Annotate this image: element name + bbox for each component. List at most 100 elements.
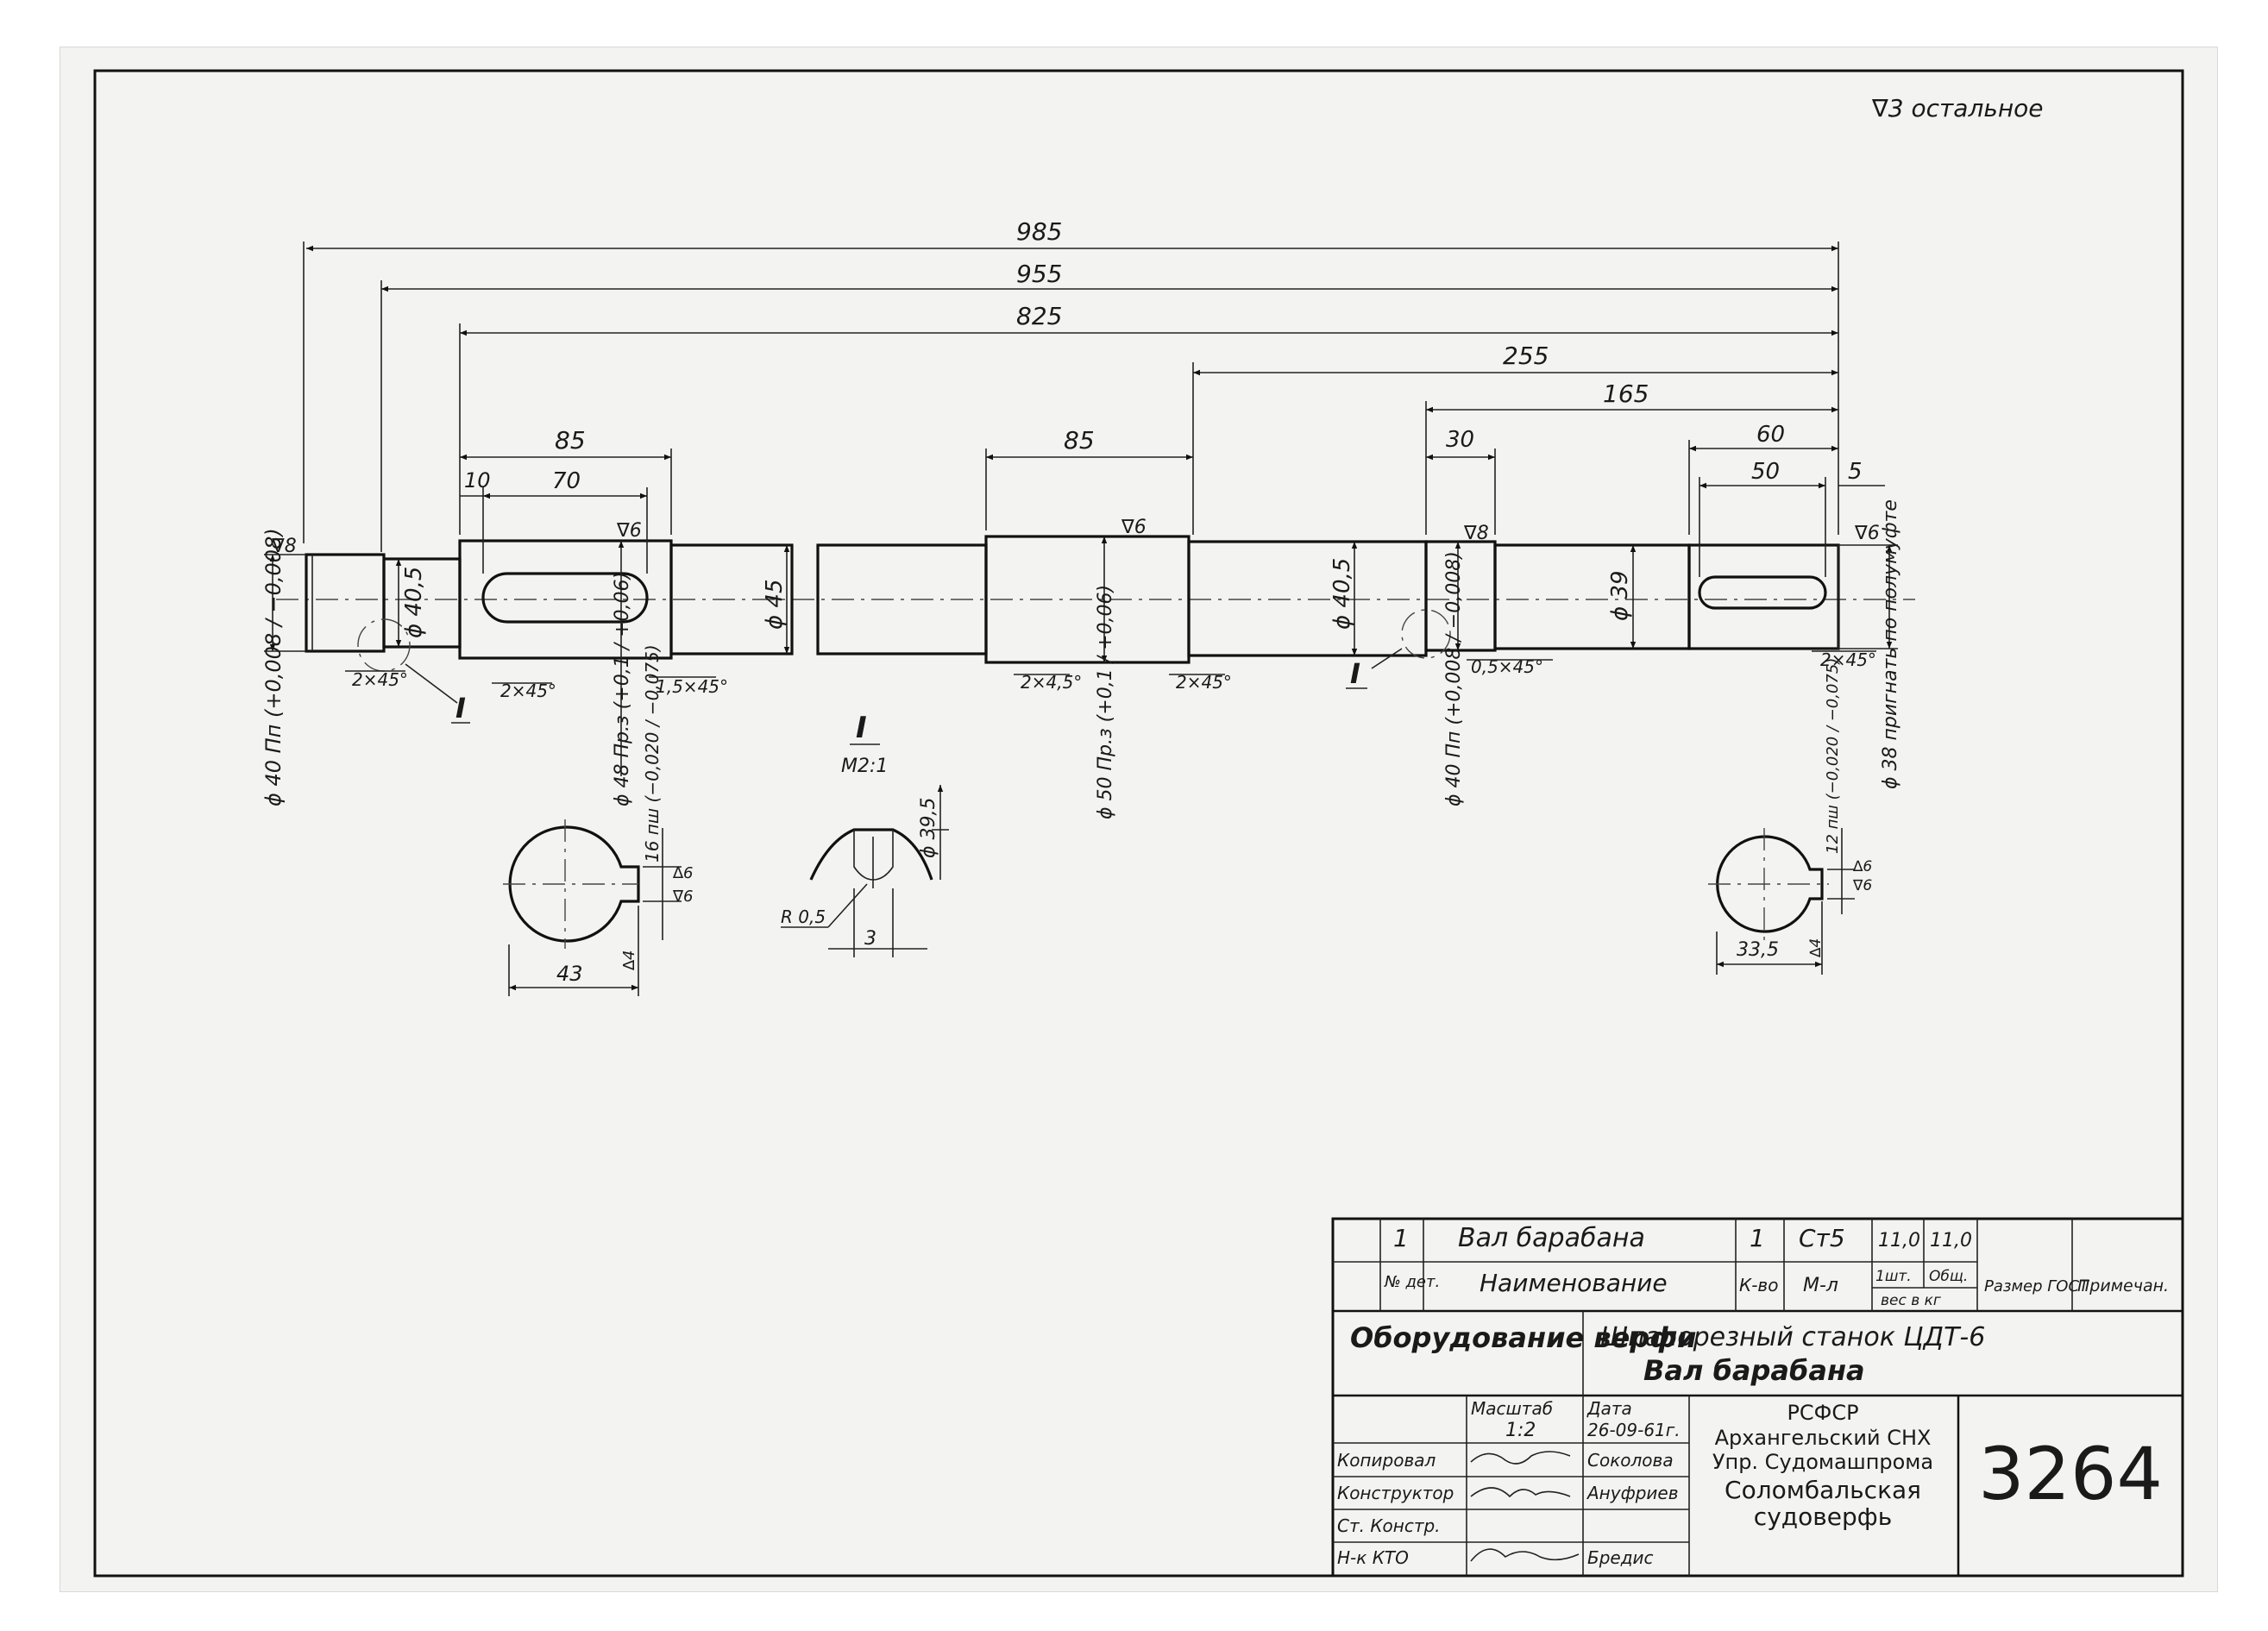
roughness-6-c: ∇6 <box>1854 523 1880 544</box>
role-4-name: Бредис <box>1587 1547 1654 1568</box>
dim-30: 30 <box>1446 427 1474 453</box>
section-right-key: 12 пш (−0,020 / −0,075) <box>1824 658 1842 854</box>
chamfer-7: 2×45° <box>1820 649 1876 670</box>
chamfer-5: 2×45° <box>1176 672 1232 693</box>
dim-10: 10 <box>464 468 491 492</box>
roughness-marks: ∇8 ∇6 ∇6 ∇8 ∇6 <box>271 517 1880 557</box>
role-4: Н-к КТО <box>1337 1547 1409 1568</box>
hdr-qty: К-во <box>1739 1275 1778 1295</box>
org-5: судоверфь <box>1754 1502 1892 1531</box>
dim-85-left: 85 <box>555 426 586 455</box>
roughness-6-b: ∇6 <box>1121 517 1147 538</box>
org-3: Упр. Судомашпрома <box>1712 1450 1933 1474</box>
diameter-dimensions: ϕ 40,5 ϕ 45 ϕ 40,5 ϕ 39 ϕ 40 Пп (+0,008 … <box>261 499 1901 819</box>
hdr-w1: 1шт. <box>1875 1268 1912 1285</box>
roughness-8-right: ∇8 <box>1463 523 1489 544</box>
signature-2 <box>1470 1487 1571 1498</box>
part-num: 1 <box>1393 1224 1409 1252</box>
shaft-39 <box>1493 543 1691 650</box>
dim-50: 50 <box>1751 459 1780 485</box>
dim-165: 165 <box>1603 380 1649 408</box>
detail-i-radius: R 0,5 <box>781 906 826 927</box>
roughness-6-a: ∇6 <box>616 520 642 542</box>
dim-955: 955 <box>1016 260 1062 288</box>
signature-4 <box>1470 1548 1580 1562</box>
detail-i-label: I <box>856 711 867 745</box>
dim-825: 825 <box>1016 302 1062 330</box>
drawing-sheet <box>60 47 2217 1591</box>
detail-i-view: I М2:1 ϕ 39,5 R 0,5 3 <box>781 711 949 957</box>
detail-i-marker-right <box>1401 609 1451 659</box>
detail-i-callout-left: I <box>455 692 466 725</box>
roughness-note: ∇3 остальное <box>1871 94 2044 122</box>
hdr-name: Наименование <box>1480 1269 1668 1297</box>
dia-40-pn-right: ϕ 40 Пп (+0,008 / −0,008) <box>1443 551 1465 806</box>
section-left-key: 16 пш (−0,020 / −0,075) <box>642 644 663 863</box>
shaft-45-a <box>669 543 794 656</box>
org-1: РСФСР <box>1787 1401 1858 1425</box>
drawing-title: Вал барабана <box>1643 1354 1865 1387</box>
hdr-note: Примечан. <box>2077 1277 2169 1295</box>
hdr-w2: Общ. <box>1929 1268 1968 1285</box>
section-right-depth: 33,5 <box>1737 939 1779 961</box>
chamfer-2: 2×45° <box>500 681 556 701</box>
section-left-r6a: ∆6 <box>672 864 694 882</box>
dim-255: 255 <box>1503 342 1549 370</box>
hdr-size: Размер ГОСТ <box>1984 1277 2090 1295</box>
part-qty: 1 <box>1750 1224 1765 1252</box>
dim-5: 5 <box>1848 459 1863 485</box>
section-left-depth: 43 <box>556 962 583 986</box>
detail-i-width: 3 <box>864 928 876 950</box>
drawing-frame <box>93 69 2184 1578</box>
roughness-8-left: ∇8 <box>271 536 297 557</box>
role-2: Конструктор <box>1337 1483 1454 1503</box>
org-4: Соломбальская <box>1725 1476 1921 1504</box>
dim-60: 60 <box>1756 422 1785 448</box>
dia-40-5-left: ϕ 40,5 <box>401 567 427 638</box>
dia-50: ϕ 50 Пр.з (+0,1 / +0,06) <box>1095 585 1116 819</box>
detail-i-callout-right: I <box>1350 657 1360 690</box>
left-journal <box>305 553 386 653</box>
chamfer-1: 2×45° <box>352 669 408 690</box>
detail-i-scale: М2:1 <box>841 756 888 777</box>
role-1-name: Соколова <box>1587 1450 1674 1471</box>
hdr-num: № дет. <box>1384 1273 1440 1291</box>
title-block: 1 Вал барабана 1 Ст5 11,0 11,0 № дет. На… <box>1331 1217 2184 1578</box>
keyway-right <box>1698 575 1827 610</box>
date-value: 26-09-61г. <box>1587 1420 1681 1440</box>
part-weight-total: 11,0 <box>1930 1230 1972 1251</box>
department: Оборудование верфи <box>1350 1321 1696 1354</box>
shaft-40-5 <box>1187 540 1428 657</box>
shaft-38-end <box>1687 543 1840 650</box>
keyway-left <box>481 572 649 624</box>
role-3: Ст. Констр. <box>1337 1515 1441 1536</box>
length-dimensions: 985 955 825 255 165 85 10 70 85 30 60 50 <box>303 217 1885 577</box>
role-1: Копировал <box>1337 1450 1436 1471</box>
part-material: Ст5 <box>1799 1224 1845 1252</box>
section-right-r4: ∆4 <box>1807 938 1825 958</box>
part-weight-unit: 11,0 <box>1878 1230 1920 1251</box>
role-2-name: Ануфриев <box>1586 1483 1678 1503</box>
chamfer-4: 2×4,5° <box>1021 672 1082 693</box>
dia-40-pn-left: ϕ 40 Пп (+0,008 / −0,008) <box>261 528 286 806</box>
hdr-weight: вес в кг <box>1881 1292 1941 1309</box>
dim-85-right: 85 <box>1064 426 1095 455</box>
section-left: 43 16 пш (−0,020 / −0,075) ∆6 ∇6 ∆4 <box>503 644 694 996</box>
dia-38: ϕ 38 пригнать по полумуфте <box>1880 499 1901 789</box>
detail-i-dia: ϕ 39,5 <box>918 798 939 859</box>
date-label: Дата <box>1586 1398 1632 1419</box>
section-left-r6b: ∇6 <box>672 888 694 906</box>
dim-70: 70 <box>552 468 581 494</box>
dia-40-5-right: ϕ 40,5 <box>1329 558 1355 630</box>
dia-39: ϕ 39 <box>1607 571 1633 622</box>
dia-48: ϕ 48 Пр.з (+0,1 / +0,06) <box>612 572 633 806</box>
section-left-r4: ∆4 <box>620 950 638 972</box>
chamfer-3: 1,5×45° <box>656 676 728 697</box>
dia-45: ϕ 45 <box>762 580 788 630</box>
scale-label: Масштаб <box>1471 1398 1553 1419</box>
hdr-material: М-л <box>1803 1275 1838 1296</box>
section-right: 33,5 12 пш (−0,020 / −0,075) ∆6 ∇6 ∆4 <box>1708 658 1872 975</box>
shaft-outline <box>276 535 1915 672</box>
machine-name: Шпалорезный станок ЦДТ-6 <box>1600 1322 1985 1352</box>
